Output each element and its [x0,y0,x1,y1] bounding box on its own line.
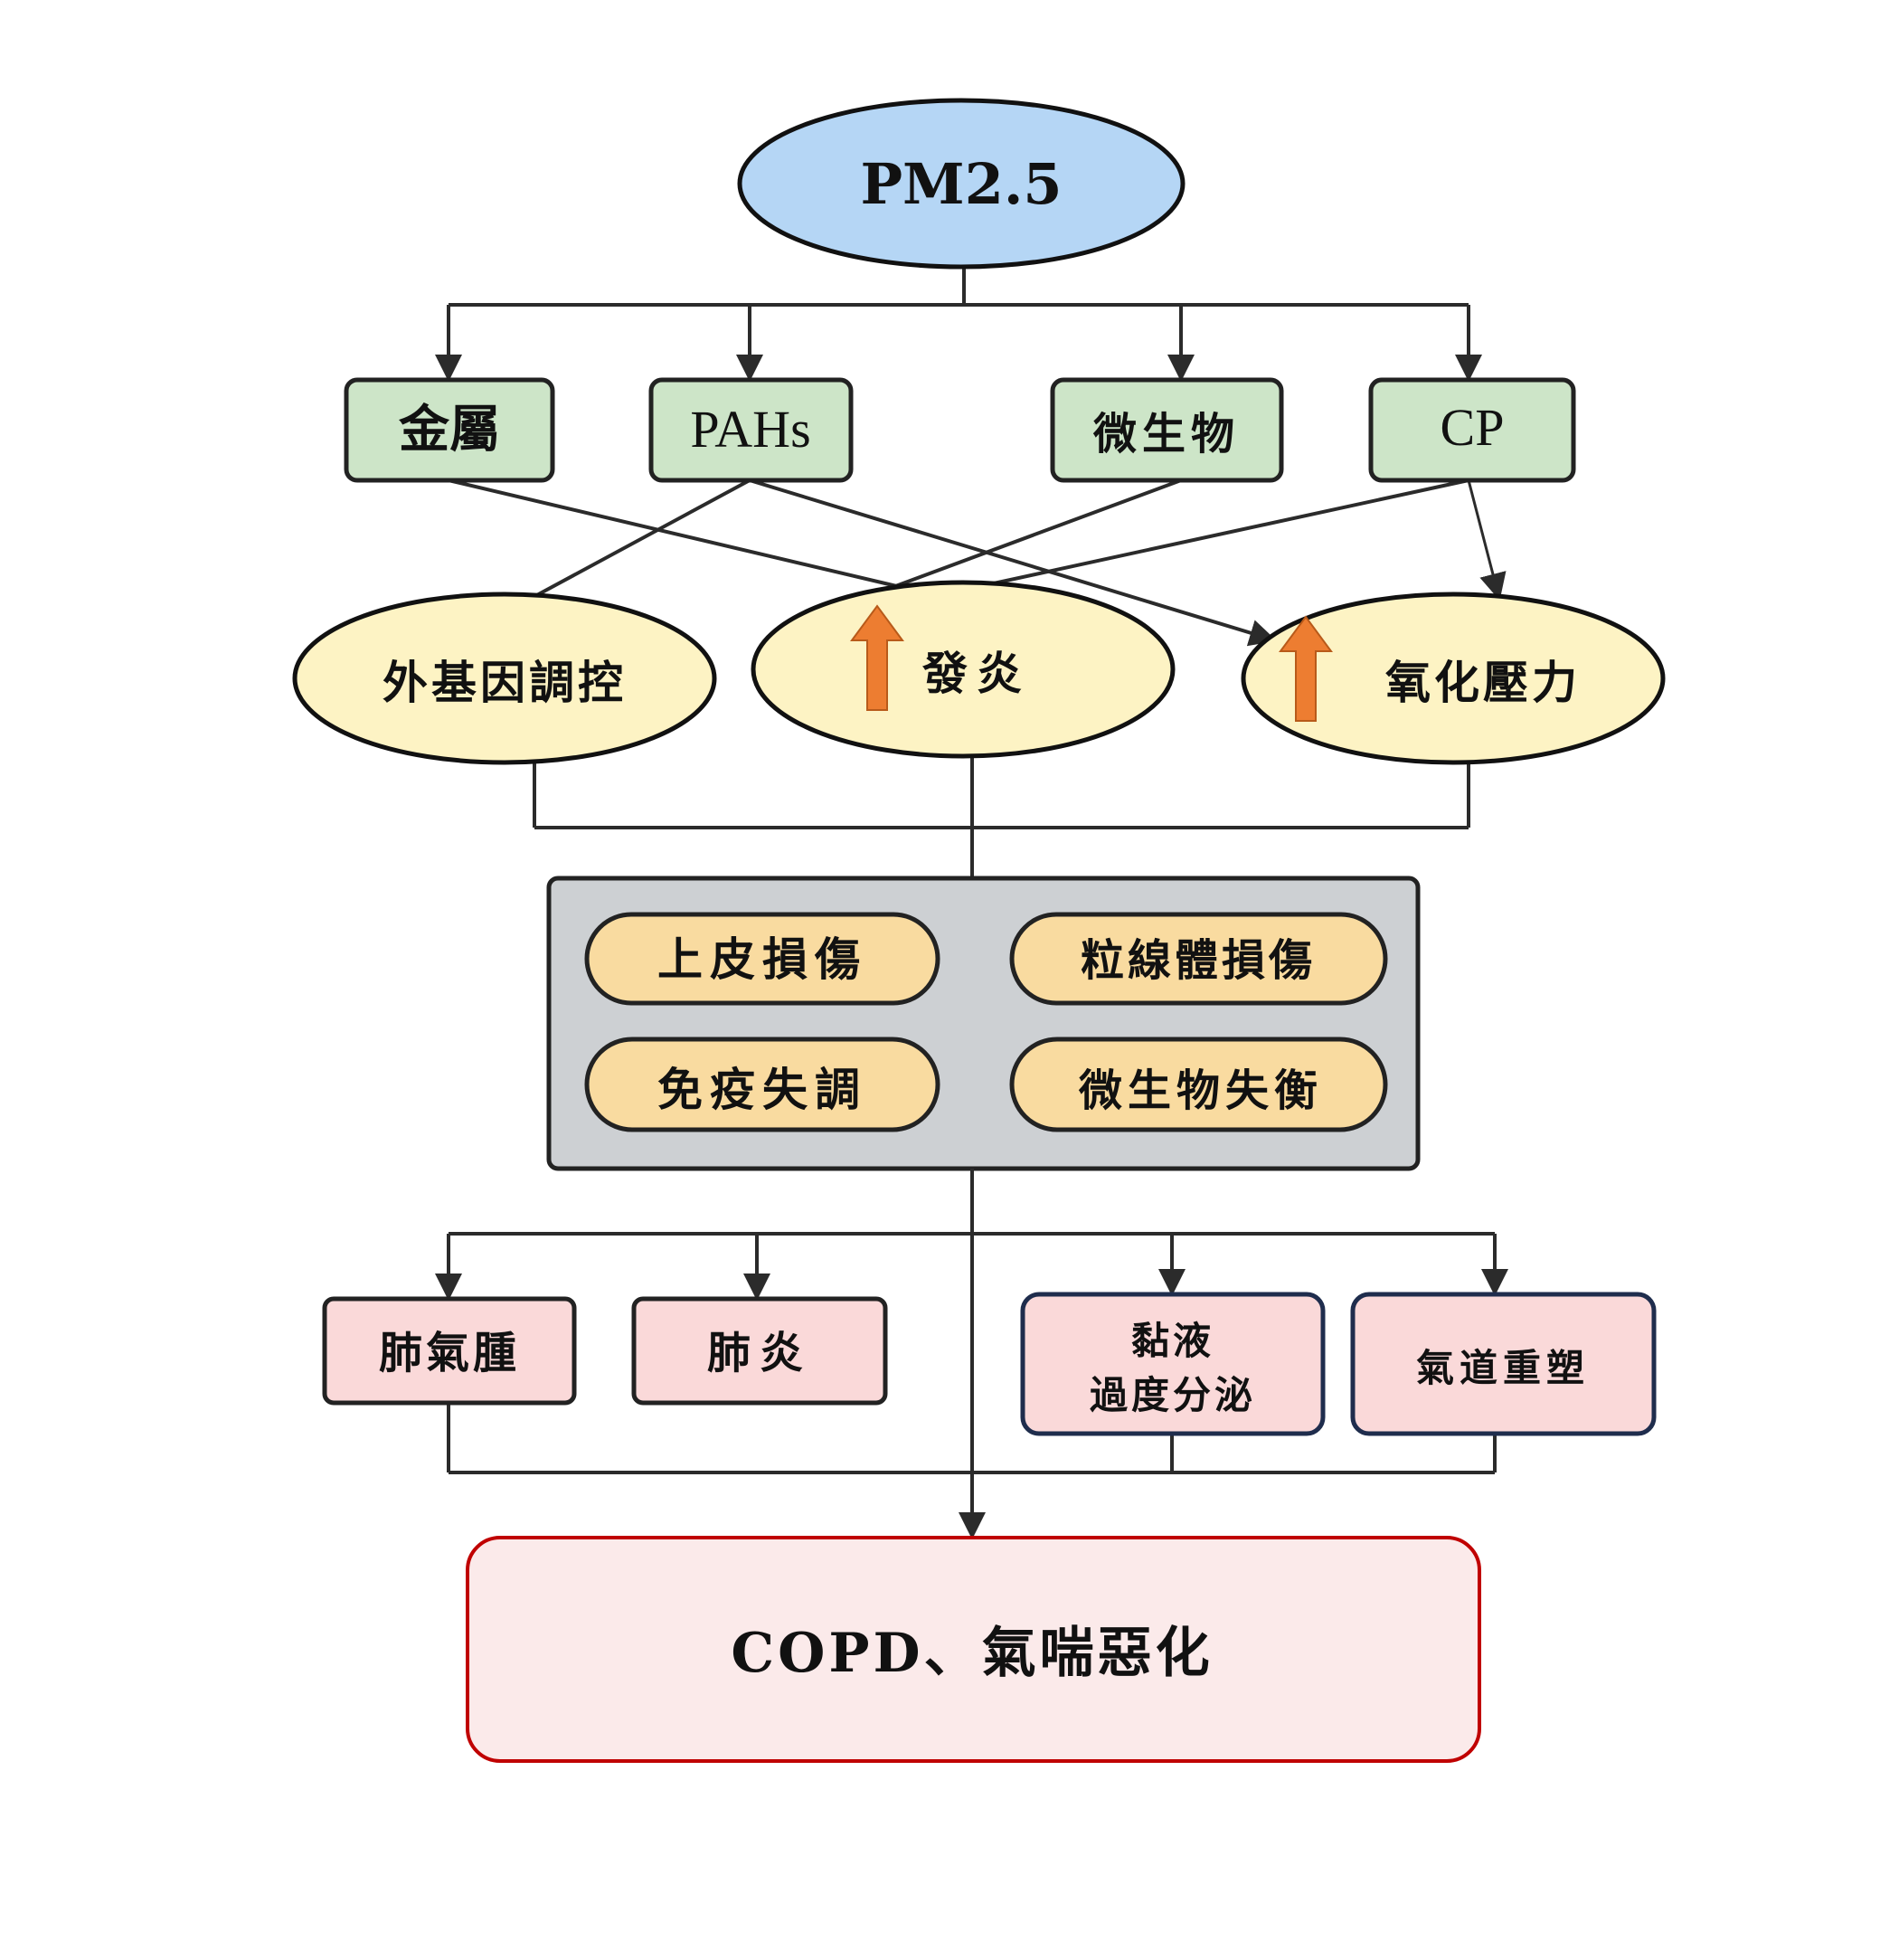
link-pahs-oxidative [749,478,1277,647]
pathway-pill [584,1037,940,1132]
pathway-pill [584,912,940,1006]
disease-box [631,1296,888,1406]
mechanism-label: 氧化壓力 [1385,657,1581,709]
increase-arrow-icon [1279,615,1333,722]
pathway-epithelial-damage[interactable]: 上皮損傷 [584,912,940,1006]
pathway-mitochondrial-damage[interactable]: 粒線體損傷 [1009,912,1388,1006]
disease-pneumonia[interactable]: 肺炎 [631,1296,888,1406]
disease-box [1350,1292,1657,1436]
mechanism-ellipse [751,580,1176,759]
link-cp-oxidative [1467,479,1507,601]
pathway-immune-dysregulation[interactable]: 免疫失調 [584,1037,940,1132]
mechanism-ellipse [1241,592,1666,765]
component-cp[interactable]: CP [1368,377,1576,483]
mechanism-epigenetic[interactable]: 外基因調控 [292,592,717,765]
pathway-pill [1009,1037,1388,1132]
disease-label: 氣道重塑 [1416,1346,1590,1390]
component-label: PAHs [690,400,810,459]
component-pahs[interactable]: PAHs [648,377,854,483]
component-links [448,478,1507,647]
pathway-pill [1009,912,1388,1006]
disease-connectors [435,1169,1508,1539]
pathway-label: 免疫失調 [657,1064,867,1116]
source-ellipse [737,98,1186,270]
link-microbes-inflammation [890,478,1182,590]
mechanism-label: 發炎 [921,648,1031,700]
component-box [1368,377,1576,483]
component-box [344,377,555,483]
pathway-label: 微生物失衡 [1078,1065,1323,1116]
disease-label-line-1: 黏液 [1131,1319,1214,1363]
pathway-label: 上皮損傷 [657,933,867,986]
component-label: 金屬 [398,401,500,459]
component-label: CP [1441,398,1505,457]
component-label: 微生物 [1092,409,1240,459]
source-node[interactable]: PM2.5 [737,98,1186,270]
source-label: PM2.5 [860,151,1062,217]
link-metals-inflammation [448,478,905,590]
outcome-label: COPD、氣喘惡化 [731,1622,1213,1685]
mechanism-label: 外基因調控 [383,657,627,709]
disease-label: 肺氣腫 [379,1328,520,1378]
component-microbes[interactable]: 微生物 [1050,377,1284,483]
outcome-node[interactable]: COPD、氣喘惡化 [466,1536,1481,1763]
component-box [1050,377,1284,483]
mechanism-oxidative[interactable]: 氧化壓力 [1241,592,1666,765]
disease-box [1020,1292,1326,1436]
mechanism-inflammation[interactable]: 發炎 [751,580,1176,759]
disease-label-line-2: 過度分泌 [1090,1373,1256,1417]
component-box [648,377,854,483]
source-connectors [435,268,1482,382]
increase-arrow-icon [850,604,904,711]
outcome-box [466,1536,1481,1763]
pathway-label: 粒線體損傷 [1081,935,1316,986]
disease-label: 肺炎 [707,1328,812,1378]
pathways-panel: 上皮損傷 粒線體損傷 免疫失調 微生物失衡 [546,876,1421,1171]
pathway-microbial-imbalance[interactable]: 微生物失衡 [1009,1037,1388,1132]
disease-airway-remodeling[interactable]: 氣道重塑 [1350,1292,1657,1436]
link-pahs-epigenetic [533,478,751,599]
disease-emphysema[interactable]: 肺氣腫 [322,1296,577,1406]
disease-box [322,1296,577,1406]
mechanism-ellipse [292,592,717,765]
disease-mucus-hypersecretion[interactable]: 黏液 過度分泌 [1020,1292,1326,1436]
link-cp-inflammation [980,478,1469,588]
component-metals[interactable]: 金屬 [344,377,555,483]
mechanism-connectors [533,757,1470,878]
